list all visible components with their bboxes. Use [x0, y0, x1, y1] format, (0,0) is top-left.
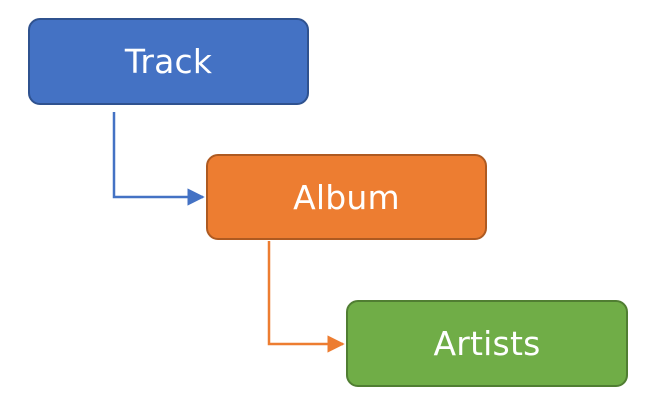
album-label: Album — [293, 177, 400, 217]
artists-label: Artists — [433, 324, 541, 363]
album-node: Album — [206, 154, 487, 240]
connector-album-to-artists — [267, 241, 345, 353]
track-label: Track — [124, 42, 213, 81]
artists-node: Artists — [346, 300, 628, 387]
track-node: Track — [28, 18, 309, 105]
connector-track-to-album — [112, 112, 205, 206]
